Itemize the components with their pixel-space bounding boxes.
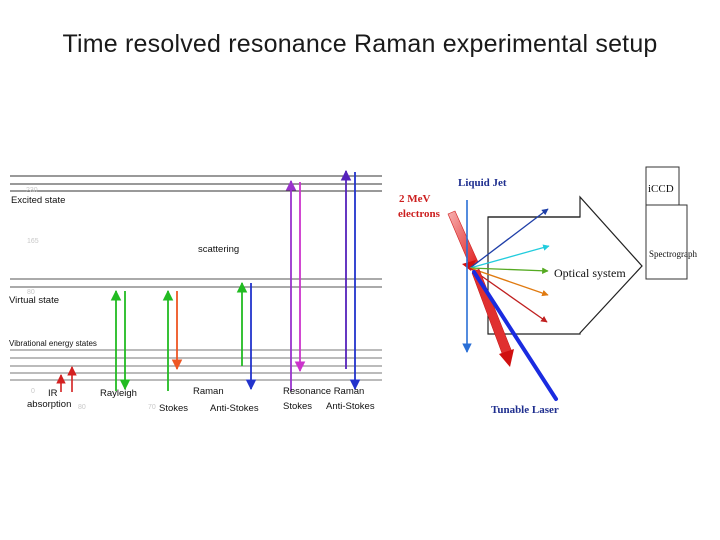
tick-low-a: 80: [78, 404, 86, 411]
electron-beam-tip: [462, 260, 476, 271]
excited-state-lines: [10, 175, 382, 192]
tick-excited: 230: [26, 187, 38, 194]
label-rr-stokes: Stokes: [283, 401, 312, 412]
label-liquid-jet: Liquid Jet: [458, 177, 507, 189]
electron-beam: [447, 210, 479, 267]
label-ir: IR: [48, 388, 58, 399]
tunable-laser-beam: [472, 270, 558, 401]
vibrational-lines: [10, 349, 382, 381]
raman-anti-stokes-arrows: [236, 281, 257, 391]
iccd-box: [645, 166, 680, 206]
label-rr-anti-stokes: Anti-Stokes: [326, 401, 375, 412]
label-absorption: absorption: [27, 399, 71, 410]
energy-level-diagram: 230 165 80 0 80 70 Excited state scatter…: [9, 169, 382, 414]
tick-mid: 165: [27, 238, 39, 245]
resonance-anti-stokes-arrows: [340, 169, 361, 391]
label-excited-state: Excited state: [11, 195, 65, 206]
label-vibrational-states: Vibrational energy states: [9, 339, 97, 348]
label-spectrograph: Spectrograph: [649, 249, 697, 259]
ir-absorption-arrows: [56, 366, 77, 392]
tick-low-b: 70: [148, 404, 156, 411]
label-scattering: scattering: [198, 244, 239, 255]
scattered-rays: [469, 208, 550, 323]
slide-title: Time resolved resonance Raman experiment…: [62, 30, 658, 58]
virtual-state-lines: [10, 278, 382, 288]
tick-virtual: 80: [27, 289, 35, 296]
label-tunable-laser: Tunable Laser: [491, 404, 559, 416]
resonance-stokes-arrows: [285, 179, 306, 391]
label-raman-stokes: Stokes: [159, 403, 188, 414]
raman-stokes-arrows: [162, 289, 183, 391]
label-optical-system: Optical system: [554, 266, 626, 280]
setup-schematic: Liquid Jet 2 MeV electrons Optical syste…: [398, 166, 697, 416]
label-rayleigh: Rayleigh: [100, 388, 137, 399]
rayleigh-arrows: [110, 289, 131, 391]
label-raman: Raman: [193, 386, 224, 397]
label-electrons: electrons: [398, 208, 441, 220]
label-electrons-energy: 2 MeV: [399, 193, 431, 205]
spectrograph-box: [645, 204, 688, 280]
label-virtual-state: Virtual state: [9, 295, 59, 306]
electron-pulse-tip: [499, 349, 514, 367]
label-iccd: iCCD: [648, 183, 674, 195]
label-resonance-raman: Resonance Raman: [283, 386, 364, 397]
label-raman-anti-stokes: Anti-Stokes: [210, 403, 259, 414]
tick-ground: 0: [31, 388, 35, 395]
